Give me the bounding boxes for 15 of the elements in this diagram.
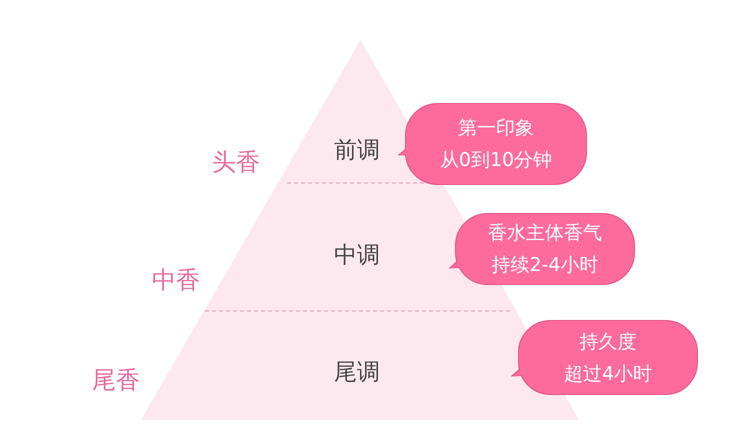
bubble-text: 持续2-4小时: [491, 253, 599, 278]
callout-tooltip: [398, 103, 587, 185]
callout-tooltip: [511, 320, 698, 395]
side-label: 中香: [152, 265, 200, 296]
bubble-text: 持久度: [580, 330, 636, 354]
bubble-text: 超过4小时: [564, 362, 652, 386]
tier-label: 尾调: [334, 358, 380, 388]
tier-label: 中调: [334, 242, 380, 270]
side-label: 尾香: [92, 365, 140, 396]
bubble-text: 香水主体香气: [488, 221, 602, 246]
tier-label: 前调: [334, 136, 380, 166]
side-label: 头香: [212, 147, 260, 178]
bubble-text: 从0到10分钟: [440, 148, 552, 173]
bubble-text: 第一印象: [458, 116, 534, 141]
callout-tooltip: [449, 213, 635, 285]
